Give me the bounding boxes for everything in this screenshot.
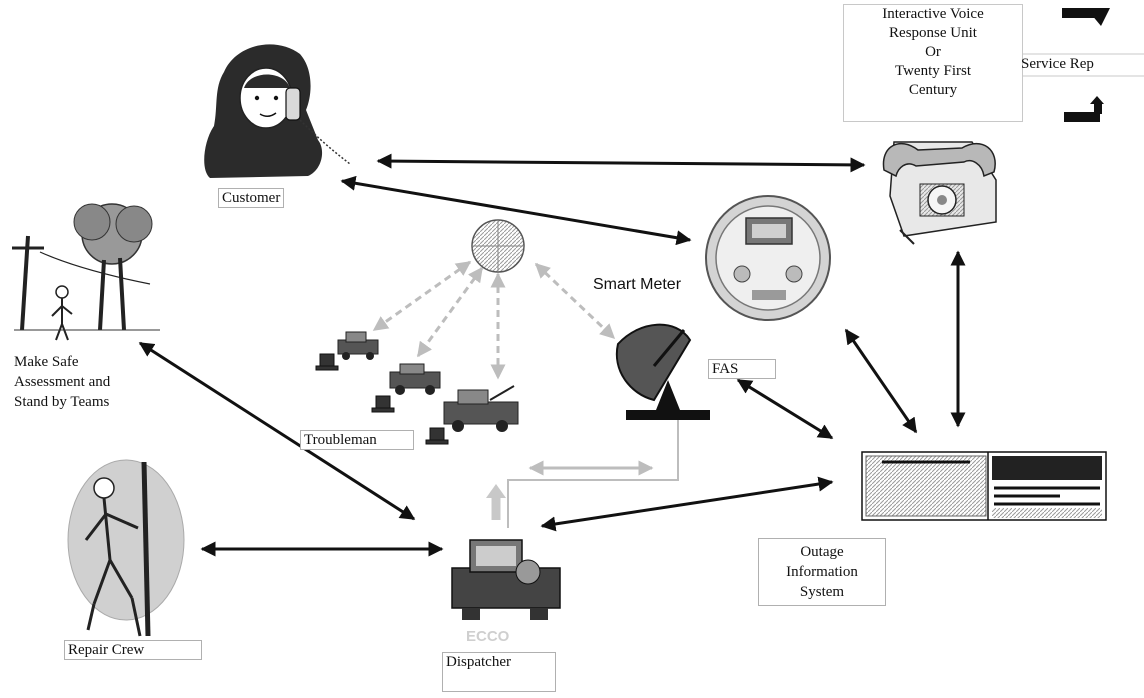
- make-safe-label: Make Safe Assessment and Stand by Teams: [14, 352, 110, 412]
- wireless-link-4: [534, 262, 616, 340]
- service-rep-arrow-out: [1064, 96, 1104, 122]
- troubleman-label: Troubleman: [300, 430, 414, 450]
- ivr-line-1: Interactive Voice: [882, 6, 984, 22]
- ois-line-1: Outage: [800, 544, 844, 560]
- troubleman-trucks-icon: [315, 331, 519, 445]
- dispatcher-station-icon: [451, 539, 561, 620]
- arrow-dispatcher-ois: [540, 476, 834, 532]
- repair-crew-label: Repair Crew: [64, 640, 202, 660]
- ois-line-3: System: [799, 584, 845, 600]
- arrow-customer-service-rep: [376, 153, 866, 173]
- ois-label: Outage Information System: [758, 538, 886, 606]
- ivr-line-4: Twenty First: [894, 63, 972, 79]
- smart-meter-icon: [705, 195, 831, 321]
- ivr-label-box: Interactive Voice Response Unit Or Twent…: [843, 4, 1023, 122]
- ecco-label: ECCO: [466, 628, 510, 645]
- ois-line-2: Information: [786, 564, 858, 580]
- arrow-meter-ois: [844, 328, 918, 434]
- wireless-link-2: [416, 266, 484, 358]
- wireless-hub-icon: [471, 219, 525, 273]
- ois-screen-icon: [861, 451, 1107, 521]
- repair-crew-icon: [67, 459, 185, 637]
- smart-meter-label: Smart Meter: [593, 276, 682, 293]
- service-rep-label: Service Rep: [1021, 56, 1094, 72]
- arrow-fas-ois: [736, 378, 834, 440]
- telephone-icon: [882, 141, 997, 245]
- satellite-dish-icon: [615, 323, 710, 420]
- make-safe-team-icon: [12, 203, 160, 341]
- ivr-line-5: Century: [908, 82, 958, 98]
- fas-label: FAS: [708, 359, 776, 379]
- arrow-customer-smart-meter: [340, 175, 692, 246]
- make-safe-line-1: Make Safe: [14, 354, 79, 370]
- ivr-line-3: Or: [925, 44, 941, 60]
- dispatcher-label: Dispatcher: [442, 652, 556, 692]
- customer-icon: [204, 44, 351, 178]
- wireless-link-1: [372, 260, 472, 332]
- arrow-makesafe-dispatcher: [138, 341, 416, 521]
- make-safe-line-3: Stand by Teams: [14, 394, 110, 410]
- gray-up-arrow-head: [486, 484, 506, 498]
- fas-dispatcher-link: [507, 420, 679, 528]
- service-rep-arrow-in: [1062, 8, 1110, 26]
- customer-label: Customer: [218, 188, 285, 208]
- ivr-line-2: Response Unit: [889, 25, 977, 41]
- make-safe-line-2: Assessment and: [14, 374, 111, 390]
